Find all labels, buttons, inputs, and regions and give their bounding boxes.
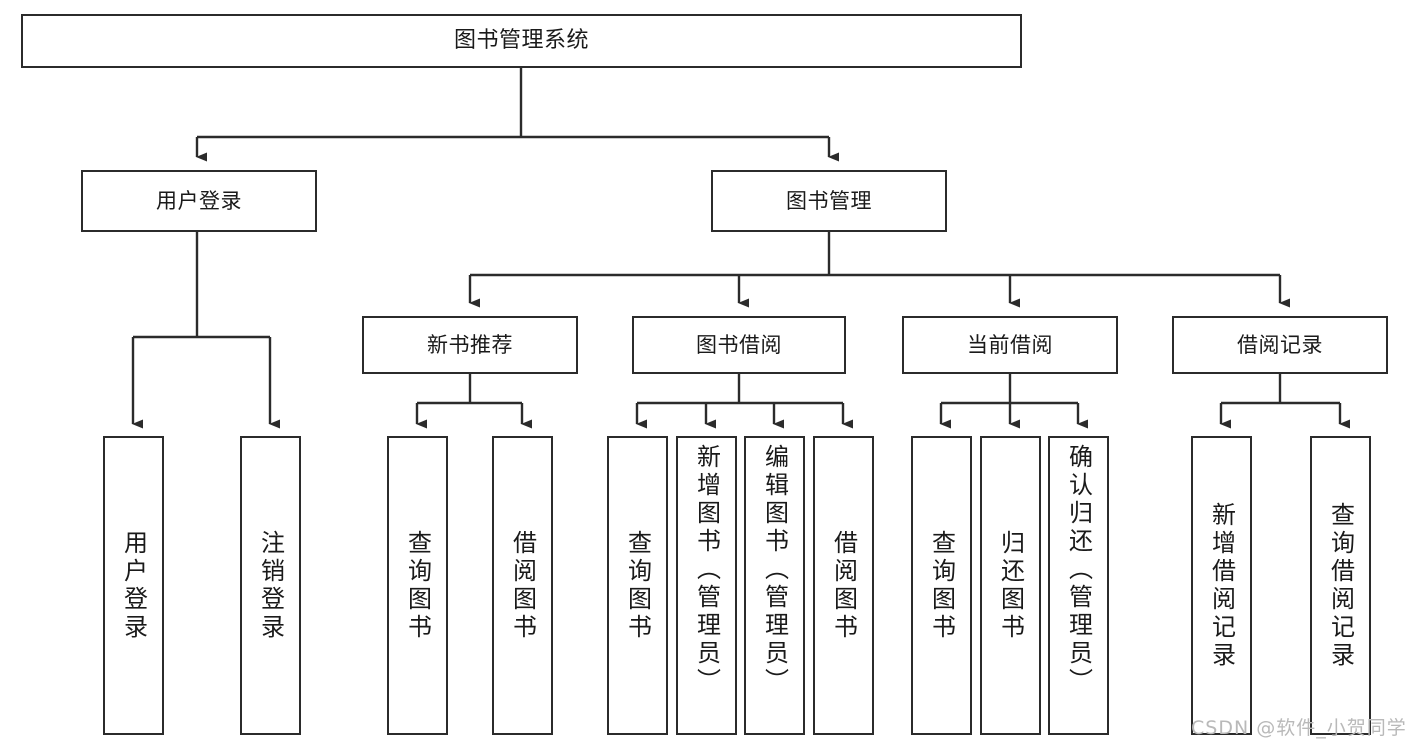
node-edit-book-admin[interactable]: 编辑图书（管理员）	[744, 436, 805, 735]
node-borrow-book-1-label: 借阅图书	[508, 529, 537, 642]
node-current-borrow[interactable]: 当前借阅	[902, 316, 1118, 374]
node-new-book-recommend[interactable]: 新书推荐	[362, 316, 578, 374]
node-query-borrow-record[interactable]: 查询借阅记录	[1310, 436, 1371, 735]
node-borrow-book-1[interactable]: 借阅图书	[492, 436, 553, 735]
node-add-borrow-record-label: 新增借阅记录	[1207, 501, 1236, 670]
node-book-borrow-label: 图书借阅	[696, 332, 782, 357]
node-query-borrow-record-label: 查询借阅记录	[1326, 501, 1355, 670]
node-new-book-recommend-label: 新书推荐	[427, 332, 513, 357]
node-current-borrow-label: 当前借阅	[967, 332, 1053, 357]
node-book-management-label: 图书管理	[786, 188, 872, 213]
node-query-book-1[interactable]: 查询图书	[387, 436, 448, 735]
node-root-label: 图书管理系统	[453, 28, 589, 53]
node-user-logout-leaf[interactable]: 注销登录	[240, 436, 301, 735]
node-add-book-admin-label: 新增图书（管理员）	[692, 444, 721, 696]
node-borrow-book-2[interactable]: 借阅图书	[813, 436, 874, 735]
node-query-book-3[interactable]: 查询图书	[911, 436, 972, 735]
node-return-book[interactable]: 归还图书	[980, 436, 1041, 735]
node-confirm-return-admin[interactable]: 确认归还（管理员）	[1048, 436, 1109, 735]
node-query-book-1-label: 查询图书	[403, 529, 432, 642]
node-query-book-3-label: 查询图书	[927, 529, 956, 642]
node-book-borrow[interactable]: 图书借阅	[632, 316, 846, 374]
node-user-login-leaf[interactable]: 用户登录	[103, 436, 164, 735]
node-borrow-record-label: 借阅记录	[1237, 332, 1323, 357]
node-query-book-2-label: 查询图书	[623, 529, 652, 642]
node-user-login-label: 用户登录	[156, 188, 242, 213]
node-return-book-label: 归还图书	[996, 529, 1025, 642]
node-edit-book-admin-label: 编辑图书（管理员）	[760, 444, 789, 696]
node-user-login[interactable]: 用户登录	[81, 170, 317, 232]
node-root[interactable]: 图书管理系统	[21, 14, 1022, 68]
node-borrow-record[interactable]: 借阅记录	[1172, 316, 1388, 374]
node-borrow-book-2-label: 借阅图书	[829, 529, 858, 642]
node-add-borrow-record[interactable]: 新增借阅记录	[1191, 436, 1252, 735]
node-user-logout-leaf-label: 注销登录	[256, 529, 285, 642]
node-book-management[interactable]: 图书管理	[711, 170, 947, 232]
node-query-book-2[interactable]: 查询图书	[607, 436, 668, 735]
node-confirm-return-admin-label: 确认归还（管理员）	[1064, 444, 1093, 696]
node-add-book-admin[interactable]: 新增图书（管理员）	[676, 436, 737, 735]
node-user-login-leaf-label: 用户登录	[119, 529, 148, 642]
